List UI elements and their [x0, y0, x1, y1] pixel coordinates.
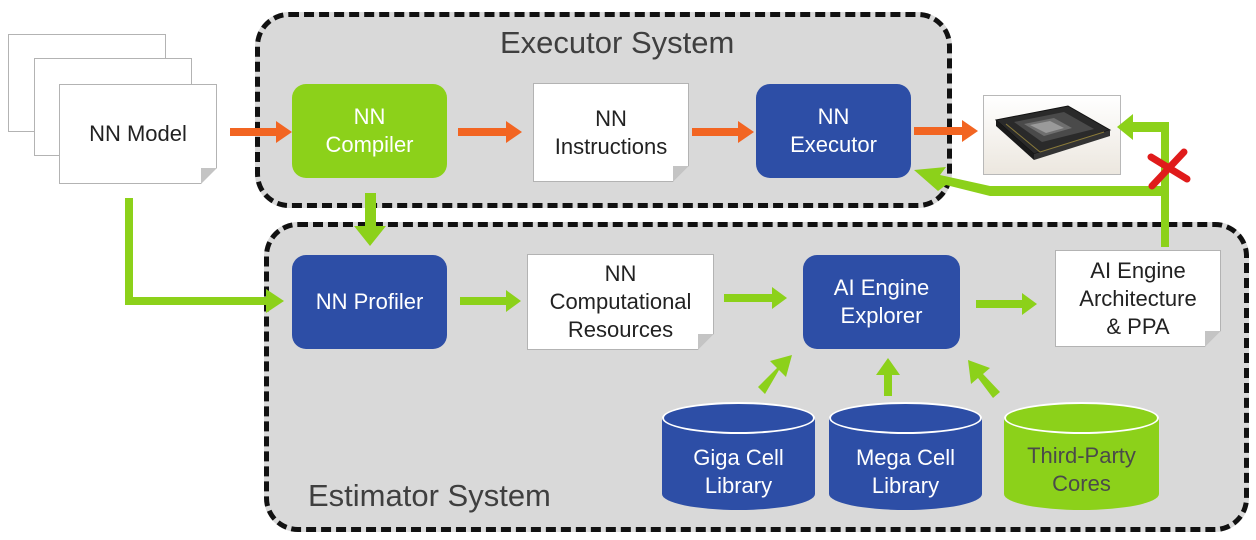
arrow-compiler-to-instructions — [458, 121, 522, 143]
ai-engine-architecture-node: AI Engine Architecture & PPA — [1055, 250, 1221, 347]
arrow-architecture-to-chip — [1117, 114, 1169, 247]
executor-system-title: Executor System — [500, 25, 735, 60]
nn-instructions-node: NN Instructions — [533, 83, 689, 182]
giga-cell-library-label: Giga Cell Library — [693, 445, 784, 498]
nn-profiler-node: NN Profiler — [292, 255, 447, 349]
arrow-executor-to-chip — [914, 120, 978, 142]
estimator-system-title: Estimator System — [308, 478, 551, 513]
third-party-cores-node: Third-Party Cores — [1004, 402, 1159, 510]
arrow-thirdparty-to-explorer — [968, 360, 1000, 398]
ai-chip-icon — [994, 105, 1112, 160]
arrow-compiler-to-profiler — [354, 193, 386, 246]
arrow-model-to-profiler — [125, 198, 284, 313]
arrow-mega-to-explorer — [876, 358, 900, 396]
arrow-instructions-to-executor — [692, 121, 754, 143]
mega-cell-library-node: Mega Cell Library — [829, 402, 982, 510]
arrow-explorer-to-architecture — [976, 293, 1037, 315]
mega-cell-library-label: Mega Cell Library — [855, 445, 956, 498]
third-party-cores-label: Third-Party Cores — [1027, 443, 1136, 496]
nn-model-node: NN Model — [59, 84, 217, 184]
nn-computational-resources-node: NN Computational Resources — [527, 254, 714, 350]
nn-compiler-node: NN Compiler — [292, 84, 447, 178]
ai-chip-image — [983, 95, 1121, 175]
nn-executor-node: NN Executor — [756, 84, 911, 178]
arrow-architecture-to-executor — [914, 167, 1165, 196]
arrow-resources-to-explorer — [724, 287, 787, 309]
arrow-model-to-compiler — [230, 121, 292, 143]
blocked-cross-icon — [1147, 148, 1191, 190]
giga-cell-library-node: Giga Cell Library — [662, 402, 815, 510]
arrow-giga-to-explorer — [758, 355, 792, 394]
ai-engine-explorer-node: AI Engine Explorer — [803, 255, 960, 349]
arrow-profiler-to-resources — [460, 290, 521, 312]
